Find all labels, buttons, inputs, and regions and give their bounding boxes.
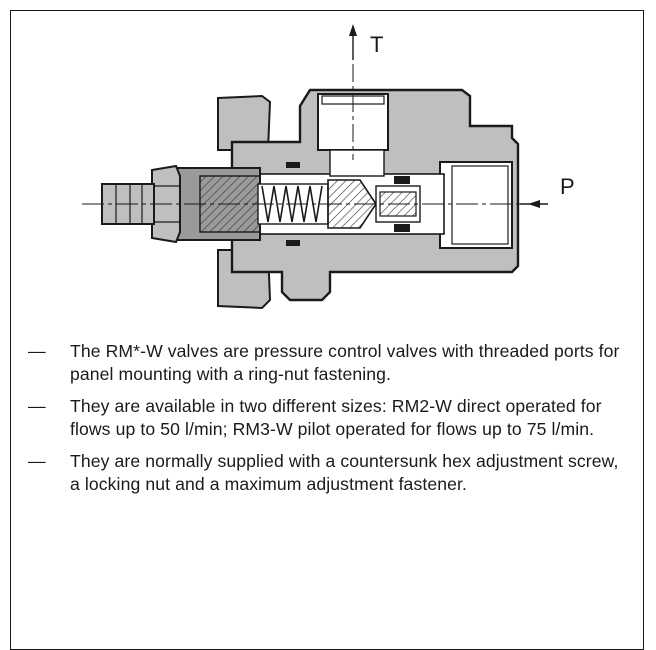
port-p-arrow (520, 200, 548, 208)
port-t-arrow (349, 24, 357, 60)
feature-text: The RM*-W valves are pressure control va… (70, 341, 620, 384)
valve-cross-section-drawing: T P (82, 24, 575, 310)
feature-text: They are available in two different size… (70, 396, 602, 439)
port-p-label: P (560, 174, 575, 199)
feature-item: — They are normally supplied with a coun… (28, 450, 620, 496)
feature-list: — The RM*-W valves are pressure control … (28, 340, 620, 505)
feature-item: — The RM*-W valves are pressure control … (28, 340, 620, 386)
bullet-dash: — (28, 341, 46, 361)
bullet-dash: — (28, 396, 46, 416)
feature-item: — They are available in two different si… (28, 395, 620, 441)
bullet-dash: — (28, 451, 46, 471)
feature-text: They are normally supplied with a counte… (70, 451, 619, 494)
port-t-label: T (370, 32, 383, 57)
adjuster-assembly (175, 162, 421, 246)
